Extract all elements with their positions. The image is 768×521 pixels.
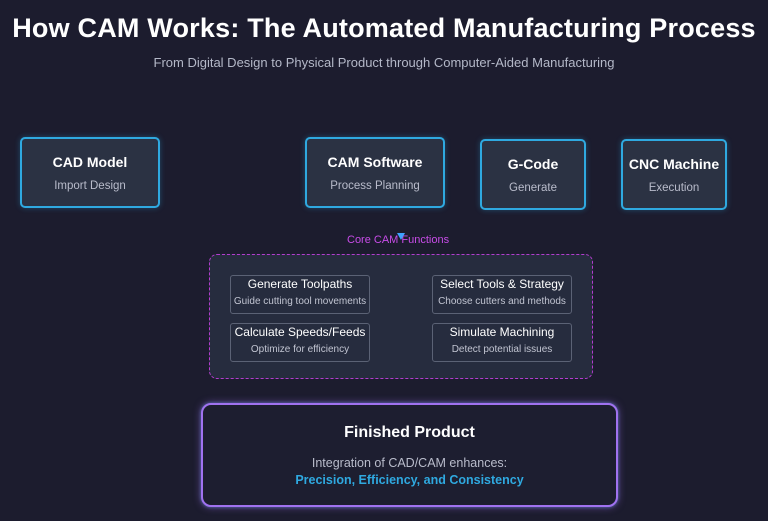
step-desc: Process Planning (330, 180, 420, 192)
function-name: Simulate Machining (449, 325, 555, 339)
step-desc: Generate (509, 182, 557, 194)
function-name: Generate Toolpaths (247, 277, 353, 291)
step-g-code: G-Code Generate (480, 139, 586, 210)
finished-product-panel: Finished Product Integration of CAD/CAM … (201, 403, 618, 507)
function-name: Select Tools & Strategy (440, 277, 564, 291)
step-name: CAD Model (52, 154, 128, 170)
function-calculate-speeds: Calculate Speeds/Feeds Optimize for effi… (230, 323, 370, 362)
page-subtitle: From Digital Design to Physical Product … (153, 55, 615, 70)
function-select-tools: Select Tools & Strategy Choose cutters a… (432, 275, 572, 314)
integration-text: Integration of CAD/CAM enhances: (311, 456, 508, 470)
function-desc: Choose cutters and methods (438, 296, 566, 307)
step-desc: Execution (648, 182, 700, 194)
function-simulate-machining: Simulate Machining Detect potential issu… (432, 323, 572, 362)
step-name: CNC Machine (628, 156, 720, 172)
step-cam-software: CAM Software Process Planning (305, 137, 445, 208)
function-desc: Detect potential issues (451, 344, 553, 355)
page-title: How CAM Works: The Automated Manufacturi… (12, 13, 756, 43)
core-functions-label: Core CAM Functions (347, 234, 450, 246)
function-desc: Optimize for efficiency (250, 344, 350, 355)
step-cnc-machine: CNC Machine Execution (621, 139, 727, 210)
down-arrow-icon (397, 233, 405, 240)
function-generate-toolpaths: Generate Toolpaths Guide cutting tool mo… (230, 275, 370, 314)
step-name: CAM Software (327, 154, 423, 170)
function-desc: Guide cutting tool movements (233, 296, 367, 307)
step-desc: Import Design (54, 180, 126, 192)
benefits-highlight: Precision, Efficiency, and Consistency (295, 473, 524, 487)
function-name: Calculate Speeds/Feeds (234, 325, 366, 339)
step-name: G-Code (507, 156, 559, 172)
step-cad-model: CAD Model Import Design (20, 137, 160, 208)
finished-product-title: Finished Product (344, 424, 475, 441)
